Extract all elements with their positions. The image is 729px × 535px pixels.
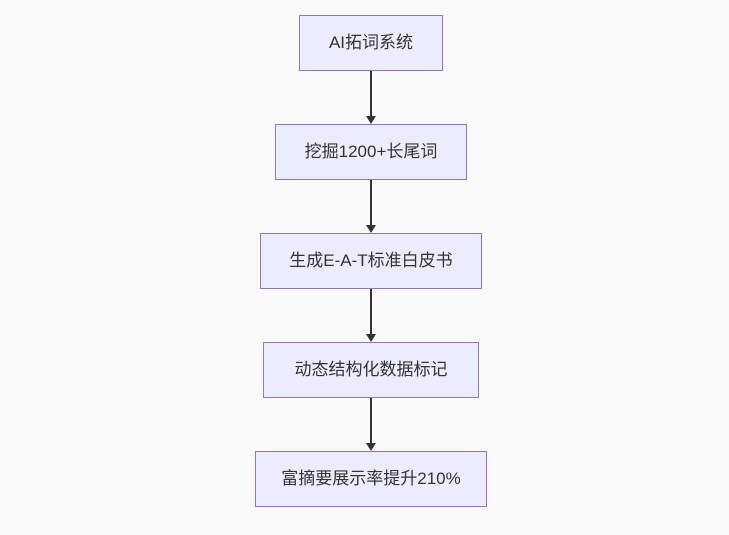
flow-node-label: 富摘要展示率提升210% (281, 468, 461, 488)
flow-node-label: 动态结构化数据标记 (294, 359, 448, 379)
flow-node-ai-keyword-system: AI拓词系统 (299, 15, 443, 71)
flow-arrow-down-2 (366, 180, 376, 233)
flow-node-longtail-mining: 挖掘1200+长尾词 (275, 124, 467, 180)
flow-node-label: 挖掘1200+长尾词 (304, 141, 438, 161)
flow-node-eat-whitepaper: 生成E-A-T标准白皮书 (260, 233, 482, 289)
flow-node-label: AI拓词系统 (328, 32, 414, 52)
flow-node-structured-data-markup: 动态结构化数据标记 (263, 342, 479, 398)
flow-arrow-down-3 (366, 289, 376, 342)
flow-arrow-down-1 (366, 71, 376, 124)
flow-node-rich-snippet-result: 富摘要展示率提升210% (255, 451, 487, 507)
flow-node-label: 生成E-A-T标准白皮书 (289, 250, 453, 270)
flow-arrow-down-4 (366, 398, 376, 451)
